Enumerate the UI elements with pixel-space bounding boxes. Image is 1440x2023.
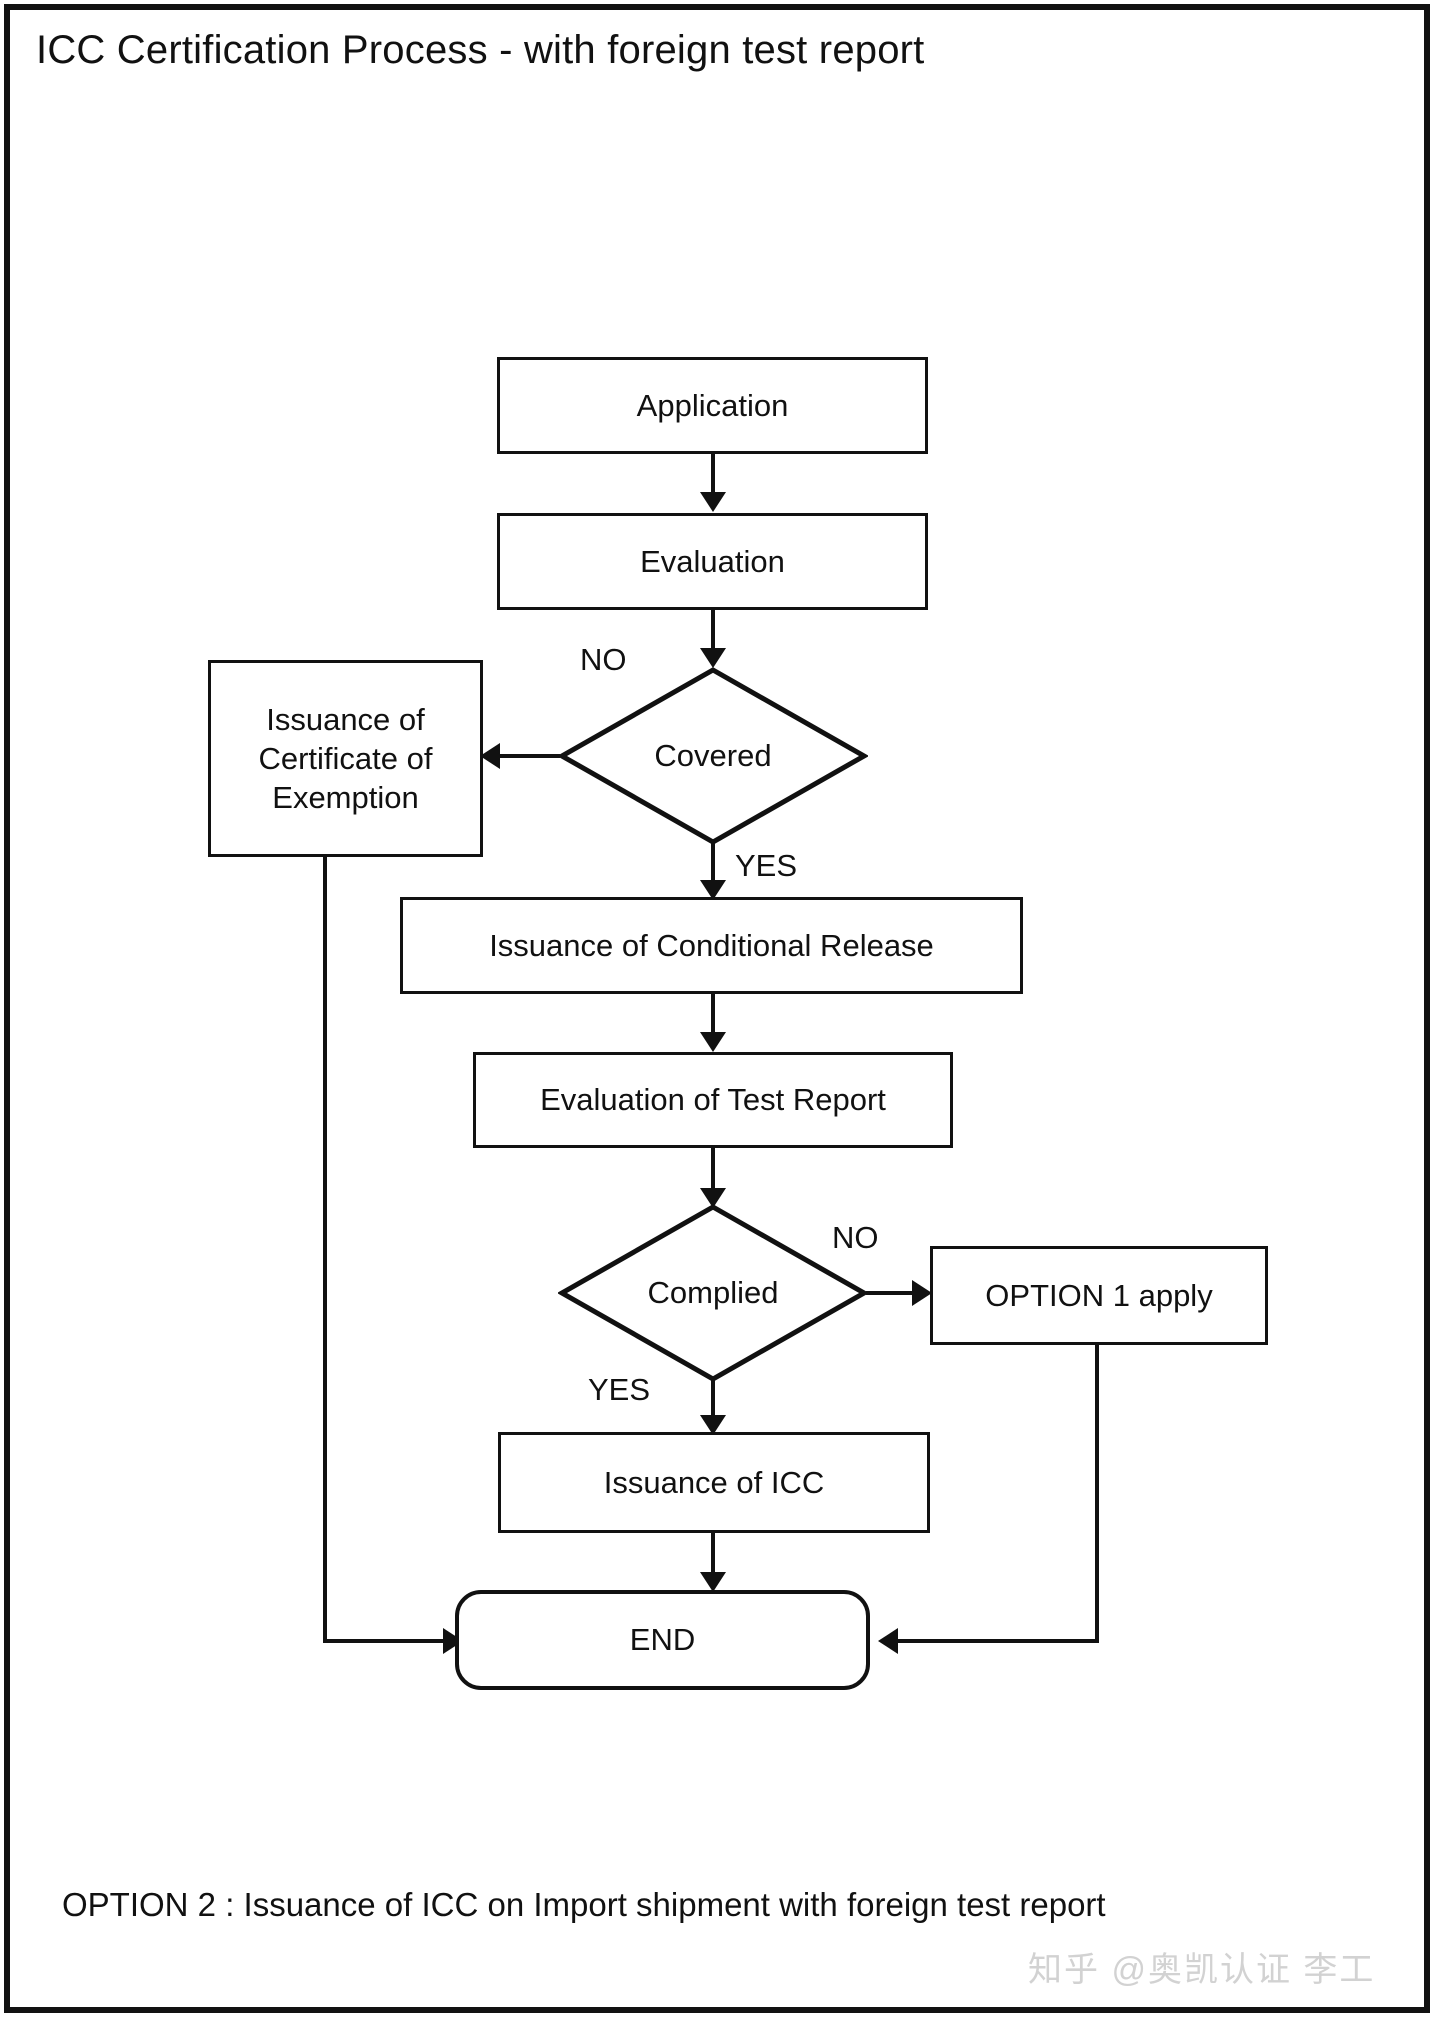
page-title: ICC Certification Process - with foreign… [36, 28, 925, 72]
arrowhead-conditional-release-to-evaluation-of-report [700, 1032, 726, 1052]
watermark-text: 知乎 @奥凯认证 李工 [1028, 1951, 1376, 1989]
arrowhead-complied-yes-to-issuance-of-icc [700, 1415, 726, 1435]
node-issuance-of-icc[interactable]: Issuance of ICC [498, 1432, 930, 1533]
node-complied-label: Complied [647, 1275, 779, 1310]
node-issuance-of-icc-label: Issuance of ICC [603, 1464, 825, 1500]
node-option-1-apply-label: OPTION 1 apply [985, 1277, 1213, 1313]
node-covered-decision[interactable]: Covered [558, 666, 868, 846]
node-application[interactable]: Application [497, 357, 928, 454]
node-application-label: Application [636, 387, 789, 423]
arrowhead-covered-no-to-exemption [480, 743, 500, 769]
node-complied-decision[interactable]: Complied [558, 1203, 868, 1383]
node-certificate-of-exemption[interactable]: Issuance of Certificate of Exemption [208, 660, 483, 857]
node-exemption-line-3: Exemption [272, 780, 419, 816]
node-end-label: END [629, 1622, 696, 1658]
node-evaluation[interactable]: Evaluation [497, 513, 928, 610]
node-evaluation-of-test-report[interactable]: Evaluation of Test Report [473, 1052, 953, 1148]
diagram-caption: OPTION 2 : Issuance of ICC on Import shi… [62, 1886, 1106, 1923]
node-evaluation-label: Evaluation [640, 543, 785, 579]
node-conditional-release-label: Issuance of Conditional Release [489, 927, 934, 963]
edge-covered-yes-to-conditional-release [711, 842, 715, 890]
edge-issuance-of-icc-to-end [711, 1533, 715, 1583]
edge-label-covered-yes: YES [735, 848, 798, 883]
edge-label-complied-yes: YES [588, 1372, 651, 1407]
edge-exemption-to-end-horizontal [323, 1639, 447, 1643]
edge-conditional-release-to-evaluation-of-report [711, 994, 715, 1036]
edge-label-complied-no: NO [832, 1220, 879, 1255]
edge-label-covered-no: NO [580, 642, 627, 677]
node-exemption-line-2: Certificate of [258, 740, 433, 776]
arrowhead-issuance-of-icc-to-end [700, 1572, 726, 1592]
node-covered-label: Covered [654, 738, 772, 773]
edge-option1-to-end-vertical [1095, 1345, 1099, 1641]
node-evaluation-of-test-report-label: Evaluation of Test Report [540, 1082, 886, 1118]
page-border [4, 4, 1430, 2013]
node-conditional-release[interactable]: Issuance of Conditional Release [400, 897, 1023, 994]
edge-exemption-to-end-vertical [323, 857, 327, 1641]
edge-complied-yes-to-issuance-of-icc [711, 1379, 715, 1427]
arrowhead-complied-no-to-option1 [912, 1280, 932, 1306]
edge-evaluation-of-report-to-complied [711, 1148, 715, 1195]
node-end[interactable]: END [455, 1590, 870, 1690]
arrowhead-evaluation-of-report-to-complied [700, 1188, 726, 1208]
edge-covered-no-to-exemption [498, 754, 560, 758]
arrowhead-evaluation-to-covered [700, 648, 726, 668]
edge-complied-no-to-option1 [866, 1291, 914, 1295]
edge-evaluation-to-covered [711, 610, 715, 652]
arrowhead-option1-to-end [878, 1628, 898, 1654]
node-option-1-apply[interactable]: OPTION 1 apply [930, 1246, 1268, 1345]
edge-application-to-evaluation [711, 454, 715, 496]
arrowhead-covered-yes-to-conditional-release [700, 880, 726, 900]
node-exemption-line-1: Issuance of [266, 701, 425, 737]
arrowhead-application-to-evaluation [700, 492, 726, 512]
edge-option1-to-end-horizontal [898, 1639, 1099, 1643]
